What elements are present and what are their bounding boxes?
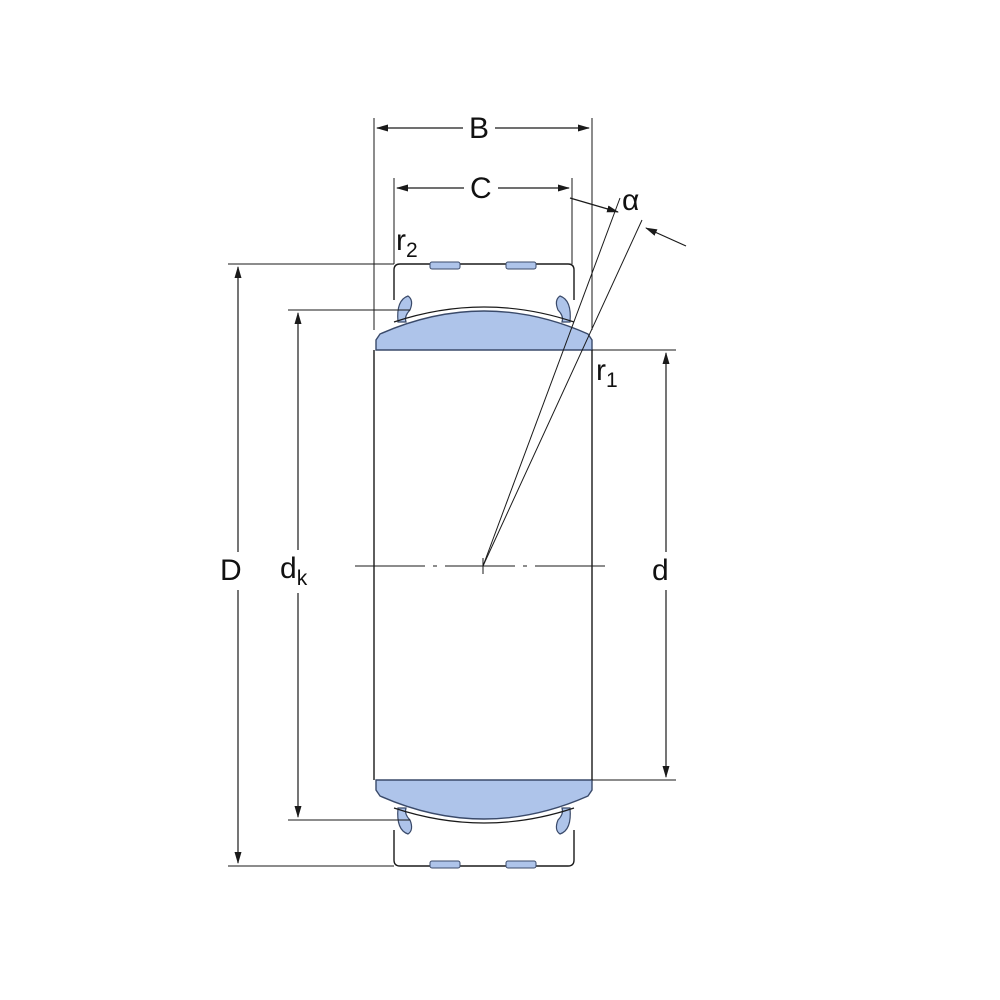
label-r1-sub: 1 (606, 369, 618, 392)
lube-groove-bottom-right (505, 860, 537, 869)
tilt-line-2 (482, 219, 643, 567)
label-r1-main: r (596, 354, 606, 387)
label-r2: r2 (396, 224, 418, 262)
label-D-text: D (220, 554, 242, 587)
lube-groove-top-right (505, 261, 537, 270)
seal-bottom-left (397, 807, 413, 835)
outer-ring-sphere-bottom (393, 807, 575, 824)
label-d: d (648, 552, 673, 590)
outer-ring-bottom (393, 830, 575, 867)
seal-bottom-right (555, 807, 571, 835)
label-D: D (216, 552, 246, 590)
outer-ring-sphere-top (393, 306, 575, 323)
inner-ring-top (375, 310, 593, 351)
inner-ring-bottom (375, 779, 593, 820)
label-alpha-text: α (622, 184, 640, 217)
lube-groove-bottom-left (429, 860, 461, 869)
label-C-text: C (470, 172, 492, 205)
tilt-line-1 (482, 197, 621, 567)
outer-ring-top (393, 263, 575, 300)
label-C: C (464, 174, 498, 204)
label-d-text: d (652, 554, 669, 587)
label-dk-main: d (280, 552, 297, 585)
alpha-arrow-left (569, 197, 619, 213)
label-r2-sub: 2 (406, 239, 418, 262)
label-dk-sub: k (296, 567, 308, 590)
seal-top-right (555, 295, 571, 323)
label-alpha: α (622, 186, 639, 216)
label-r1: r1 (596, 354, 618, 392)
label-B: B (463, 112, 496, 145)
label-r2-main: r (396, 224, 406, 257)
label-B-text: B (469, 112, 490, 145)
lube-groove-top-left (429, 261, 461, 270)
seal-top-left (397, 295, 413, 323)
label-dk: dk (276, 550, 312, 593)
alpha-arrow-right (645, 227, 687, 247)
